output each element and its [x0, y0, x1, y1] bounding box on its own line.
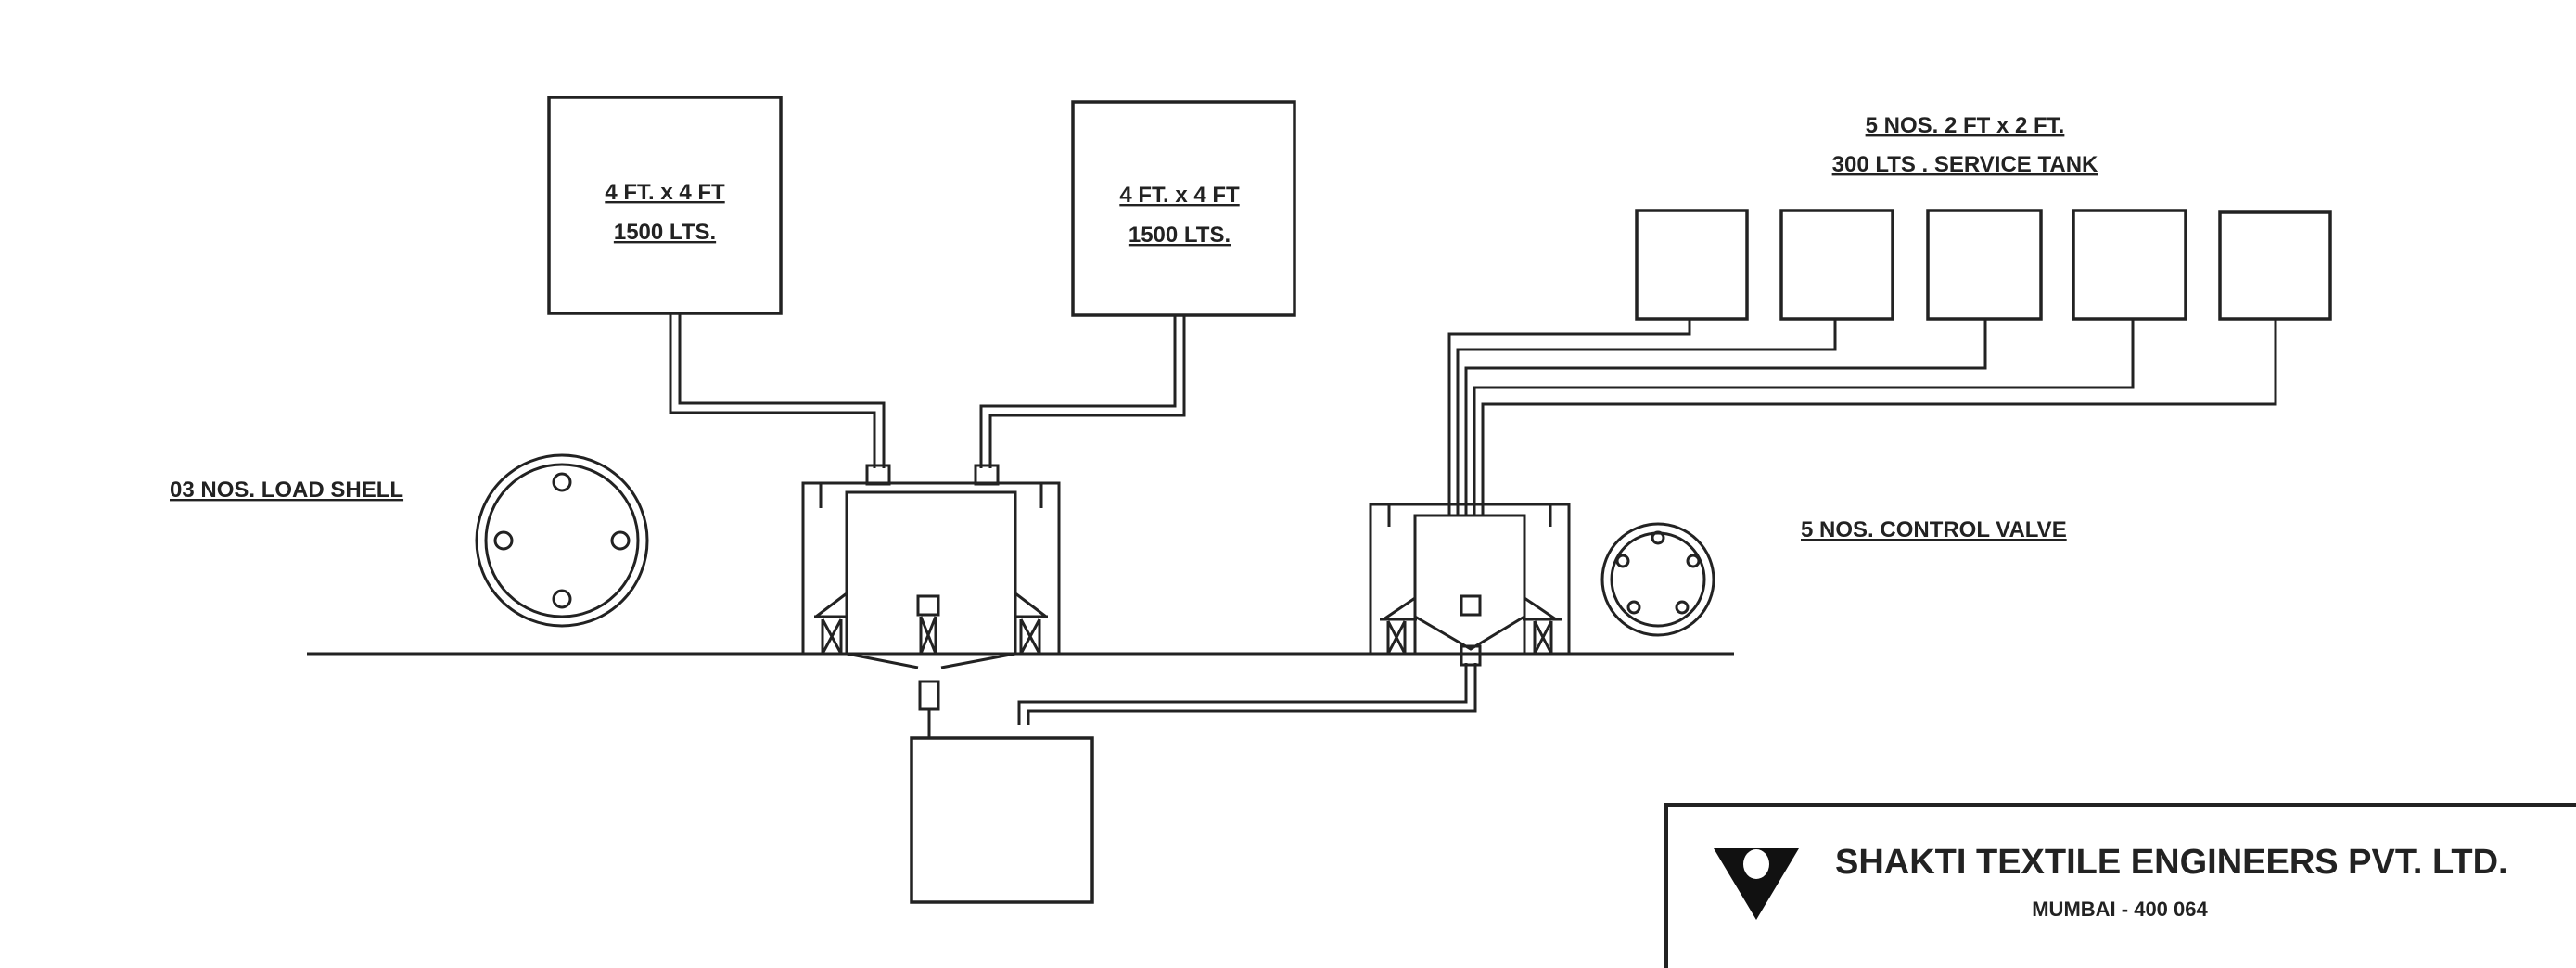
tank-capacity-label: 1500 LTS.	[1129, 223, 1231, 248]
service-tank-title-2: 300 LTS . SERVICE TANK	[1832, 152, 2098, 177]
service-tanks: 5 NOS. 2 FT x 2 FT. 300 LTS . SERVICE TA…	[1635, 113, 2332, 321]
control-valve: 5 NOS. CONTROL VALVE	[1600, 517, 2067, 637]
title-block: SHAKTI TEXTILE ENGINEERS PVT. LTD. MUMBA…	[1664, 803, 2576, 968]
company-logo-icon	[1714, 848, 1799, 920]
service-tank	[1779, 209, 1894, 321]
load-shell-label: 03 NOS. LOAD SHELL	[170, 478, 403, 503]
company-name: SHAKTI TEXTILE ENGINEERS PVT. LTD.	[1835, 843, 2508, 882]
company-city: MUMBAI - 400 064	[2032, 898, 2208, 921]
service-tank	[2072, 209, 2187, 321]
return-pipe	[1017, 663, 1477, 725]
service-tank	[1635, 209, 1749, 321]
service-tank	[1926, 209, 2043, 321]
main-tank-left: 4 FT. x 4 FT 1500 LTS.	[547, 96, 783, 315]
control-valve-label: 5 NOS. CONTROL VALVE	[1801, 517, 2067, 542]
mixing-vessel-right	[1369, 503, 1571, 667]
load-shell: 03 NOS. LOAD SHELL	[170, 453, 649, 628]
main-tank-right: 4 FT. x 4 FT 1500 LTS.	[1071, 100, 1296, 317]
tank-capacity-label: 1500 LTS.	[614, 220, 716, 245]
service-tank	[2218, 210, 2332, 321]
weighing-vessel-left	[801, 464, 1061, 765]
service-tank-title-1: 5 NOS. 2 FT x 2 FT.	[1866, 113, 2065, 138]
tank-size-label: 4 FT. x 4 FT	[605, 180, 725, 205]
tank-size-label: 4 FT. x 4 FT	[1119, 183, 1240, 208]
collection-tank	[910, 736, 1094, 904]
service-tank-pipes	[1447, 319, 2277, 516]
main-tank-pipes	[669, 313, 1186, 468]
